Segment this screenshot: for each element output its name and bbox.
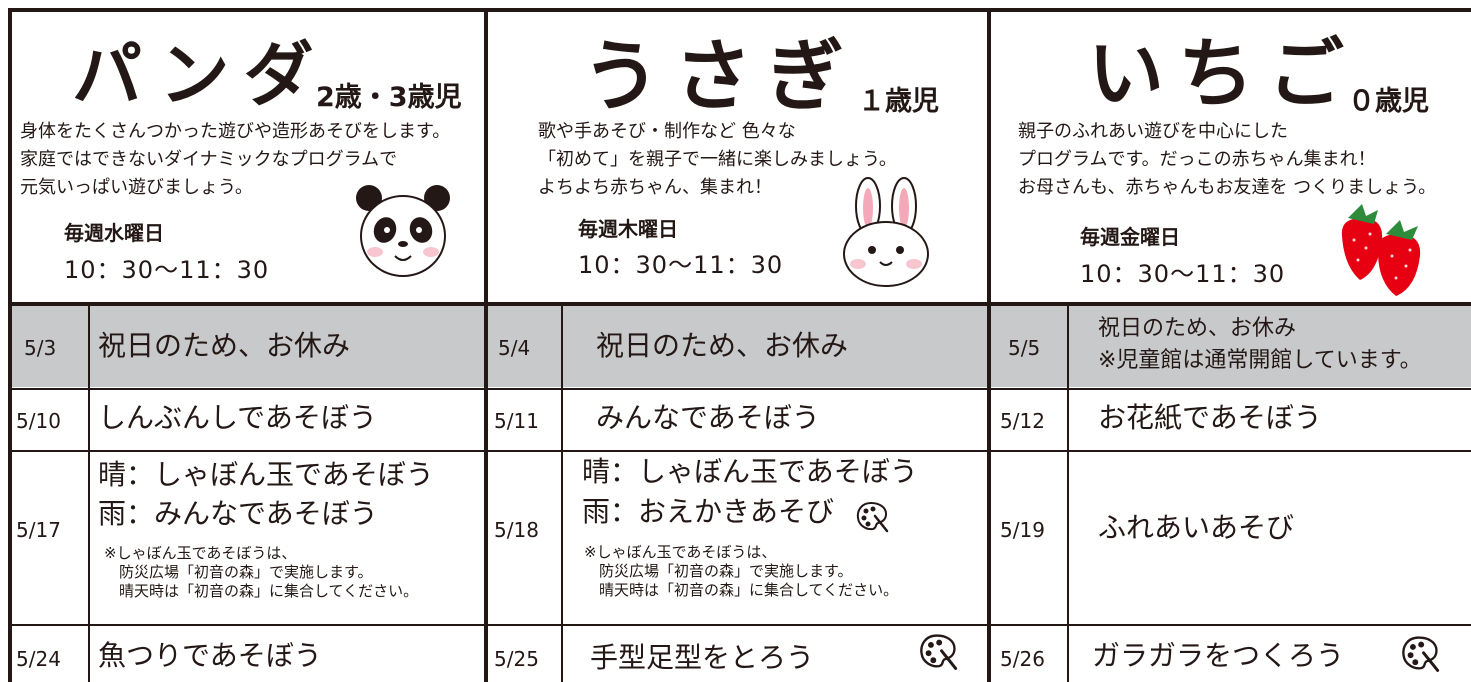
event-ichigo-3: ふれあいあそび	[1098, 511, 1295, 544]
row-divider-2	[8, 450, 1471, 452]
class-title-panda: パンダ	[72, 34, 328, 116]
row-divider-3	[8, 624, 1471, 626]
holiday-row-ichigo	[991, 305, 1471, 387]
date-usagi-1: 5/4	[498, 336, 531, 360]
date-ichigo-3: 5/19	[1000, 518, 1045, 542]
event-ichigo-1-line1: 祝日のため、お休み	[1098, 316, 1297, 341]
column-divider-1	[484, 8, 488, 682]
paint-palette-icon	[856, 501, 889, 533]
event-usagi-3-line1: 晴：しゃぼん玉であそぼう	[582, 455, 918, 488]
class-time-ichigo: 10：30～11：30	[1080, 260, 1286, 288]
date-col-divider-usagi	[561, 305, 563, 682]
rabbit-icon	[843, 177, 929, 287]
event-panda-2: しんぶんしであそぼう	[98, 401, 377, 434]
date-ichigo-4: 5/26	[1000, 647, 1045, 671]
class-weekday-ichigo: 毎週金曜日	[1080, 225, 1180, 249]
left-border	[8, 8, 12, 682]
paint-palette-icon	[920, 634, 958, 670]
class-age-ichigo: ０歳児	[1348, 86, 1429, 117]
date-col-divider-panda	[88, 305, 90, 682]
column-divider-2	[987, 8, 991, 682]
date-panda-3: 5/17	[16, 518, 61, 542]
event-ichigo-4: ガラガラをつくろう	[1092, 639, 1345, 672]
class-age-usagi: １歳児	[858, 86, 939, 117]
holiday-row-usagi	[488, 305, 988, 387]
date-panda-4: 5/24	[16, 647, 61, 671]
class-time-panda: 10：30～11：30	[64, 256, 270, 284]
header-bottom-border	[8, 302, 1471, 306]
class-age-panda: 2歳・3歳児	[316, 82, 462, 113]
note-usagi-3: ※しゃぼん玉であそぼうは、 防災広場「初音の森」で実施します。 晴天時は「初音の…	[584, 543, 899, 599]
panda-icon	[356, 185, 450, 277]
date-usagi-3: 5/18	[494, 518, 539, 542]
date-panda-2: 5/10	[16, 409, 61, 433]
date-usagi-4: 5/25	[494, 647, 539, 671]
row-divider-1	[8, 388, 1471, 390]
event-panda-4: 魚つりであそぼう	[98, 639, 322, 672]
class-description-ichigo: 親子のふれあい遊びを中心にした プログラムです。だっこの赤ちゃん集まれ！ お母さ…	[1018, 121, 1437, 198]
event-usagi-3-line2: 雨：おえかきあそび	[582, 495, 835, 528]
event-usagi-4: 手型足型をとろう	[590, 641, 815, 674]
top-border	[8, 8, 1471, 12]
event-panda-3-line2: 雨：みんなであそぼう	[98, 497, 378, 530]
class-weekday-usagi: 毎週木曜日	[578, 217, 678, 241]
class-description-usagi: 歌や手あそび・制作など 色々な 「初めて」を親子で一緒に楽しみましょう。 よちよ…	[538, 121, 897, 198]
note-panda-3: ※しゃぼん玉であそぼうは、 防災広場「初音の森」で実施します。 晴天時は「初音の…	[104, 544, 419, 600]
date-col-divider-ichigo	[1067, 305, 1069, 682]
date-usagi-2: 5/11	[494, 409, 539, 433]
class-title-usagi: うさぎ	[582, 32, 859, 122]
event-usagi-2: みんなであそぼう	[596, 401, 820, 434]
event-ichigo-1-line2: ※児童館は通常開館しています。	[1098, 348, 1422, 373]
strawberry-icon	[1341, 204, 1421, 296]
date-panda-1: 5/3	[24, 336, 57, 360]
event-ichigo-2: お花紙であそぼう	[1098, 401, 1322, 434]
event-panda-1: 祝日のため、お休み	[98, 329, 351, 362]
class-time-usagi: 10：30～11：30	[578, 251, 784, 279]
date-ichigo-2: 5/12	[1000, 409, 1045, 433]
class-weekday-panda: 毎週水曜日	[64, 221, 164, 245]
event-panda-3-line1: 晴：しゃぼん玉であそぼう	[98, 458, 434, 491]
class-description-panda: 身体をたくさんつかった遊びや造形あそびをします。 家庭ではできないダイナミックな…	[20, 121, 451, 198]
paint-palette-icon	[1402, 636, 1440, 672]
date-ichigo-1: 5/5	[1008, 336, 1041, 360]
class-title-ichigo: いちご	[1088, 29, 1358, 118]
event-usagi-1: 祝日のため、お休み	[596, 329, 849, 362]
